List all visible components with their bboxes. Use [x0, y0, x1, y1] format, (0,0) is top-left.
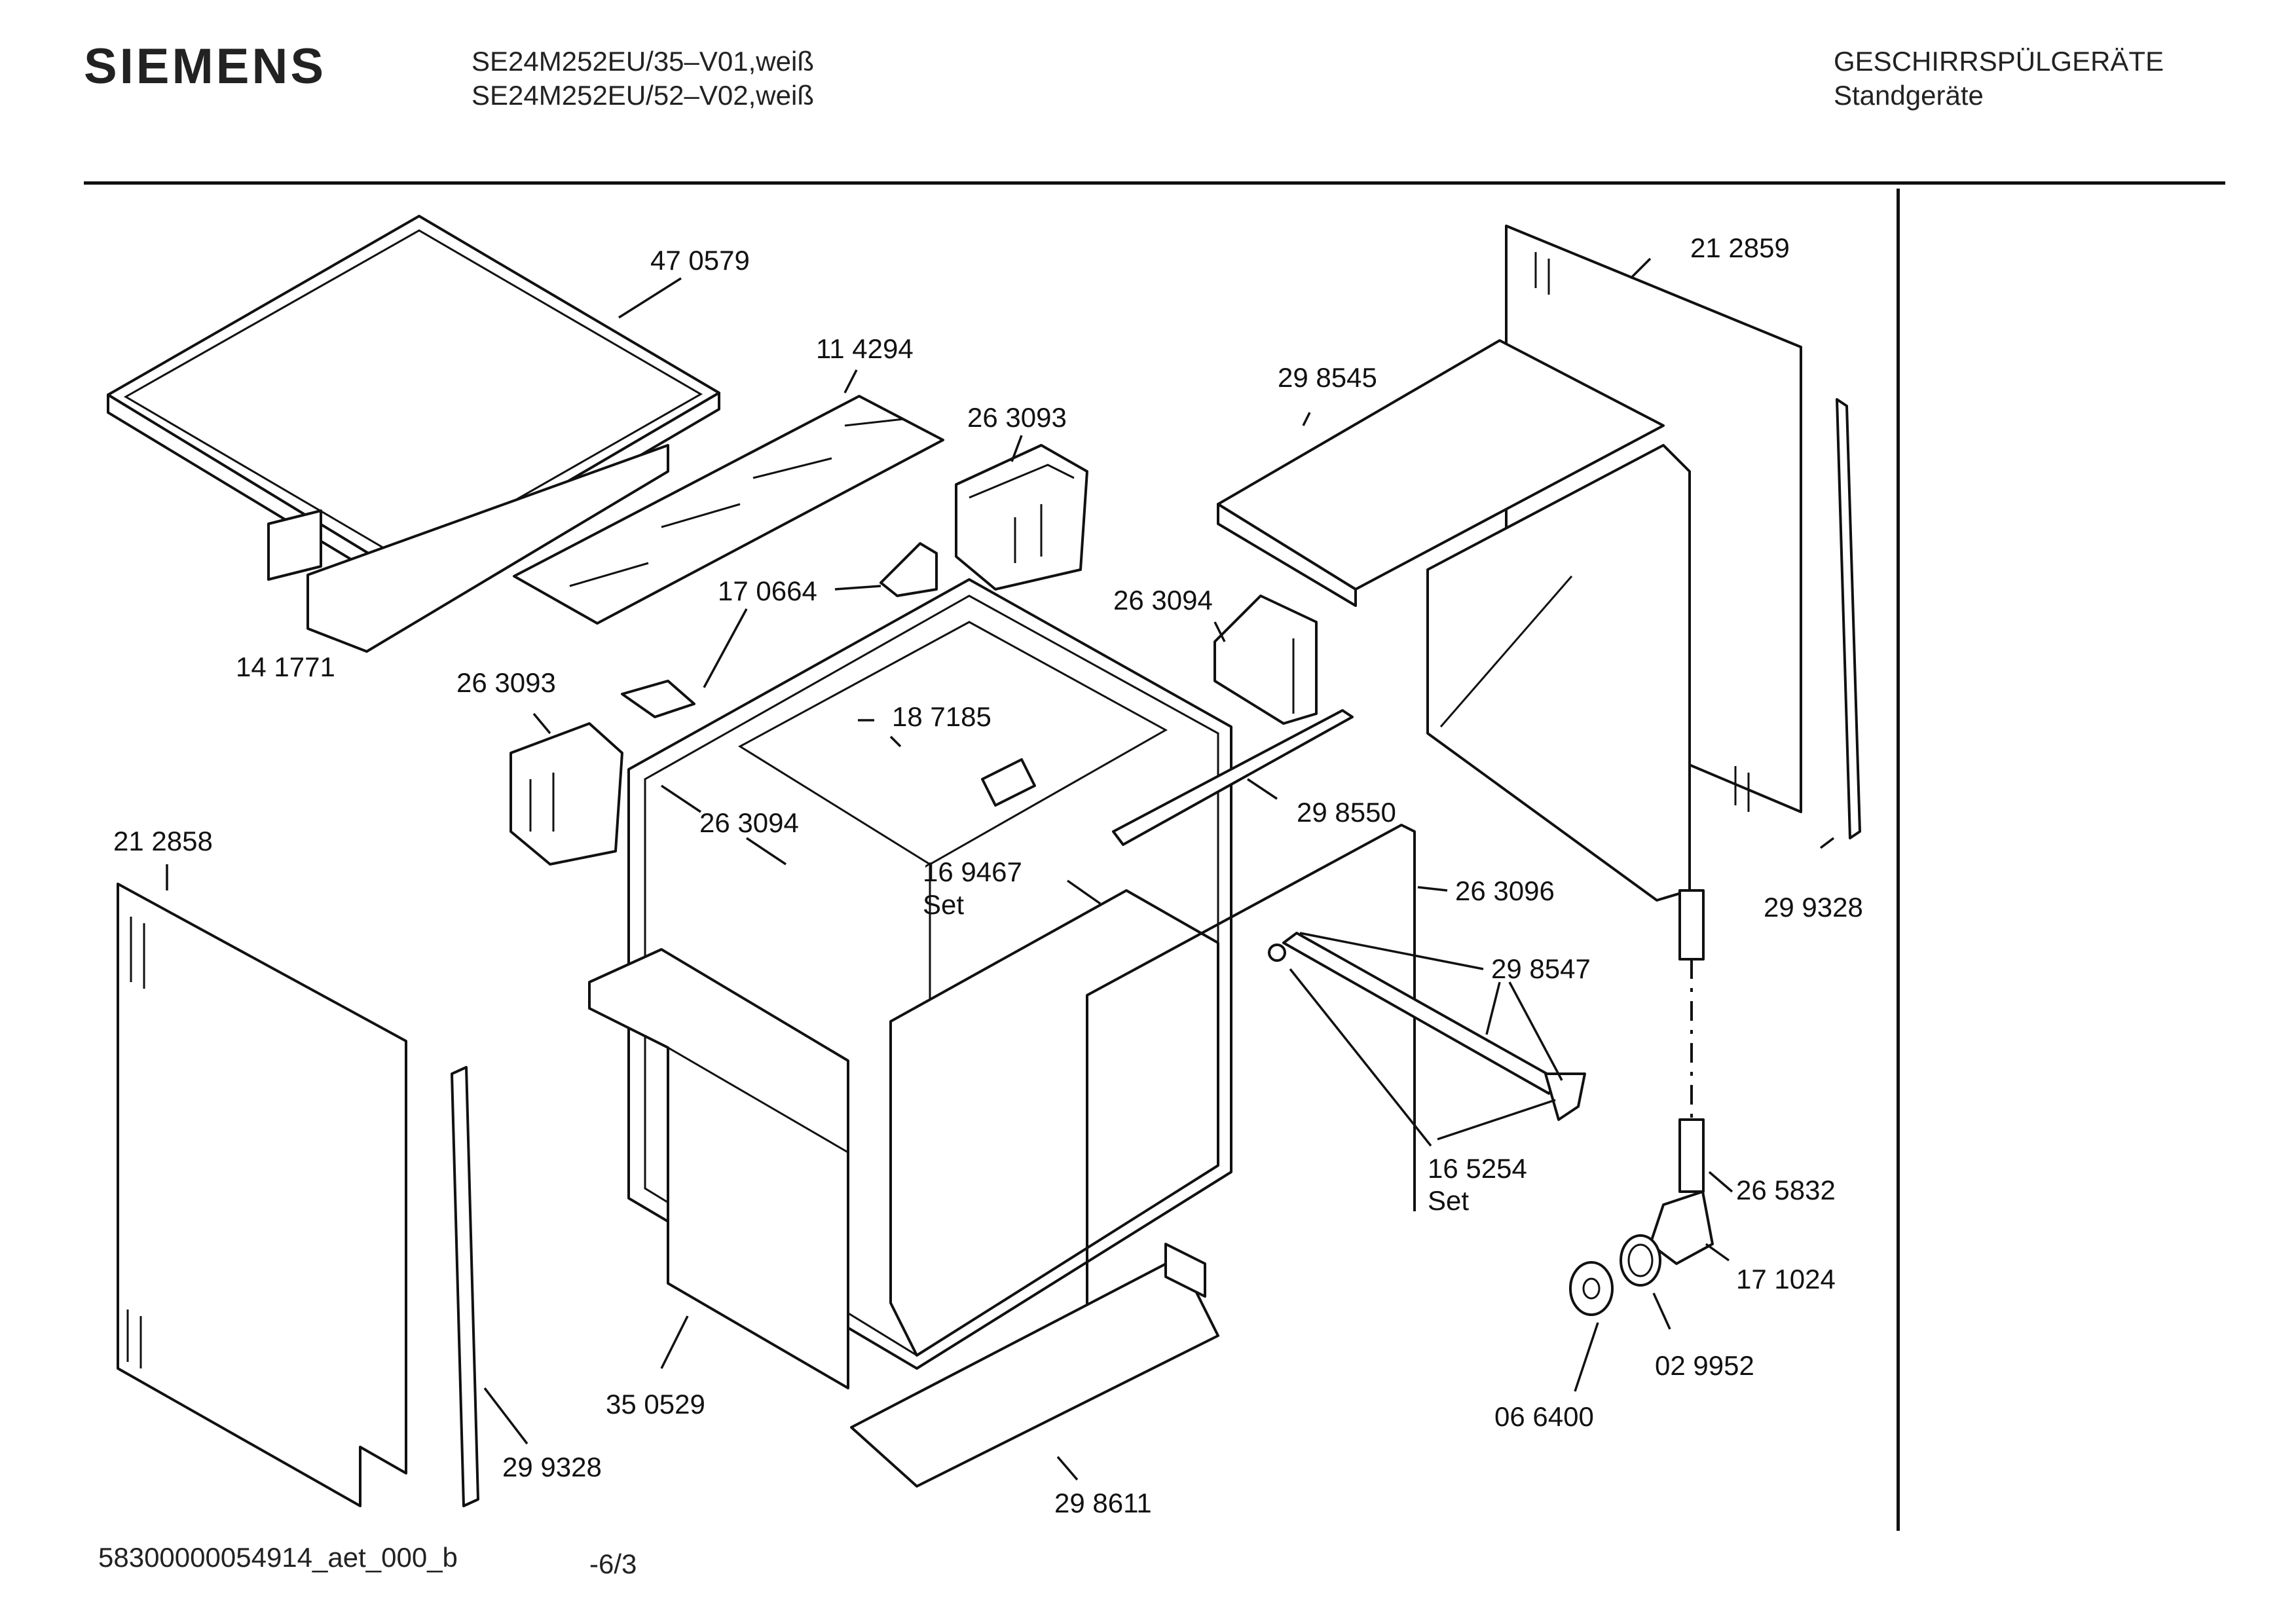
hinge-170664-upper[interactable]	[880, 542, 938, 597]
brand-logo: SIEMENS	[84, 39, 327, 94]
front-panel-part[interactable]	[588, 948, 849, 1389]
bracket-263093-top[interactable]	[955, 444, 1088, 591]
hose-part[interactable]	[1678, 889, 1705, 1193]
side-panel-left[interactable]	[117, 883, 407, 1507]
seal-strip-right[interactable]	[1836, 398, 1861, 839]
part-label: 29 8545	[1278, 362, 1377, 393]
document-id: 58300000054914_aet_000_b	[98, 1542, 458, 1573]
part-label: 35 0529	[606, 1389, 705, 1420]
header-divider	[84, 181, 2225, 185]
part-label: 02 9952	[1655, 1350, 1754, 1381]
part-label: 29 9328	[1764, 892, 1863, 923]
hinge-170664-lower[interactable]	[621, 680, 695, 718]
insulation-sheet-part[interactable]	[513, 395, 944, 625]
bracket-263094-right[interactable]	[1213, 595, 1318, 725]
part-label: 26 5832	[1736, 1175, 1836, 1205]
ring-seal-part[interactable]	[1620, 1234, 1661, 1287]
model-line-2: SE24M252EU/52–V02,weiß	[472, 80, 814, 111]
part-label: 16 9467	[923, 856, 1022, 887]
door-seal-loop[interactable]	[1086, 824, 1416, 1395]
part-label: 16 5254	[1428, 1153, 1527, 1184]
part-label: 29 8547	[1491, 953, 1591, 984]
nut-part[interactable]	[1569, 1261, 1614, 1316]
hinge-arm-part[interactable]	[1268, 932, 1586, 1121]
part-label: 11 4294	[816, 333, 914, 364]
worktop-part[interactable]	[107, 215, 720, 653]
bracket-263093-left[interactable]	[509, 722, 623, 866]
part-label: 26 3096	[1455, 875, 1555, 906]
model-line-1: SE24M252EU/35–V01,weiß	[472, 46, 814, 77]
part-label: 26 3094	[1113, 585, 1213, 615]
rod-298550[interactable]	[1112, 709, 1354, 846]
page-reference: -6/3	[589, 1548, 637, 1579]
part-label: 29 9328	[502, 1452, 602, 1482]
part-label: 26 3094	[699, 807, 799, 838]
part-label: 06 6400	[1494, 1401, 1594, 1432]
leader-lines	[166, 257, 1835, 1481]
part-label: 21 2859	[1690, 232, 1790, 263]
part-label: 29 8611	[1054, 1488, 1152, 1518]
part-label: 17 1024	[1736, 1264, 1836, 1294]
part-label: 47 0579	[650, 245, 750, 276]
base-plate-part[interactable]	[1217, 339, 1691, 902]
part-label: 21 2858	[113, 826, 213, 856]
part-label: 17 0664	[718, 576, 817, 606]
plinth-part[interactable]	[850, 1243, 1219, 1488]
right-margin-divider	[1897, 189, 1900, 1531]
seal-strip-left[interactable]	[451, 1066, 479, 1507]
part-label: 18 7185	[892, 701, 991, 732]
part-label: 26 3093	[967, 402, 1067, 433]
elbow-fitting-part[interactable]	[1649, 1190, 1714, 1265]
part-note: Set	[1428, 1185, 1469, 1216]
category-line-1: GESCHIRRSPÜLGERÄTE	[1834, 46, 2164, 77]
part-note: Set	[923, 889, 964, 920]
part-label: 29 8550	[1297, 797, 1396, 828]
category-line-2: Standgeräte	[1834, 80, 1984, 111]
part-label: 26 3093	[456, 667, 556, 698]
part-label: 14 1771	[236, 651, 335, 682]
